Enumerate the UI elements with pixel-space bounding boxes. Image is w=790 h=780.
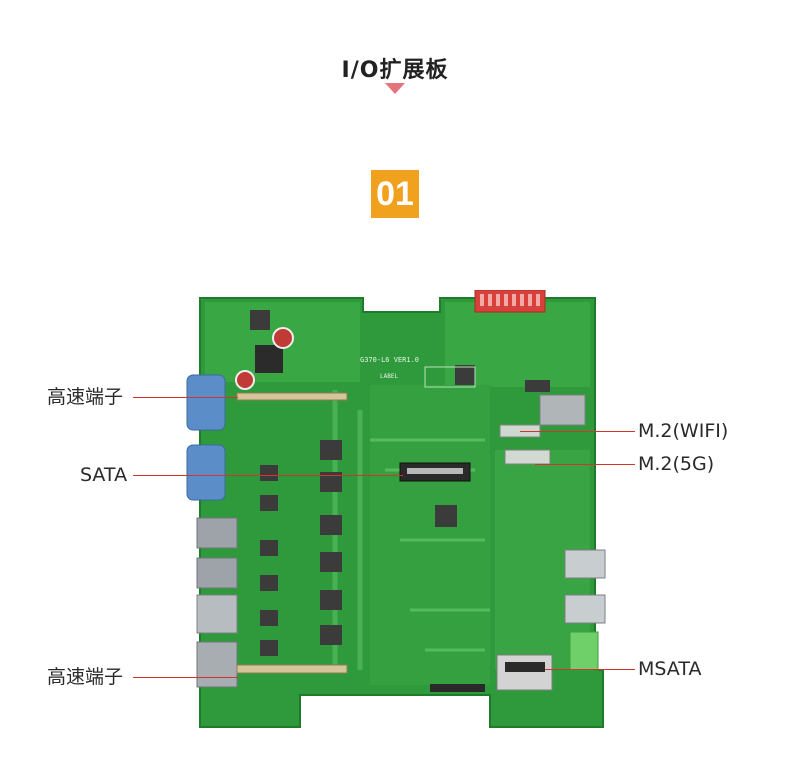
section-number-badge: 01 [371, 170, 419, 218]
leader-line [133, 677, 238, 678]
leader-line [535, 464, 635, 465]
chevron-down-icon [385, 83, 405, 94]
io-expansion-board-image: G370-L6 VER1.0 LABEL [186, 290, 606, 728]
sata-label: SATA [80, 464, 128, 486]
high-speed-connector-label-bottom: 高速端子 [47, 666, 124, 688]
board-version-text: G370-L6 VER1.0 [360, 356, 419, 364]
leader-line [520, 431, 635, 432]
leader-line [133, 397, 238, 398]
leader-line [545, 669, 635, 670]
high-speed-connector-label-top: 高速端子 [47, 386, 124, 408]
msata-label: MSATA [638, 658, 702, 680]
m2-wifi-label: M.2(WIFI) [638, 420, 729, 442]
m2-5g-label: M.2(5G) [638, 453, 715, 475]
section-title: I/O扩展板 [341, 58, 449, 83]
leader-line [133, 475, 403, 476]
board-label-text: LABEL [380, 373, 398, 380]
